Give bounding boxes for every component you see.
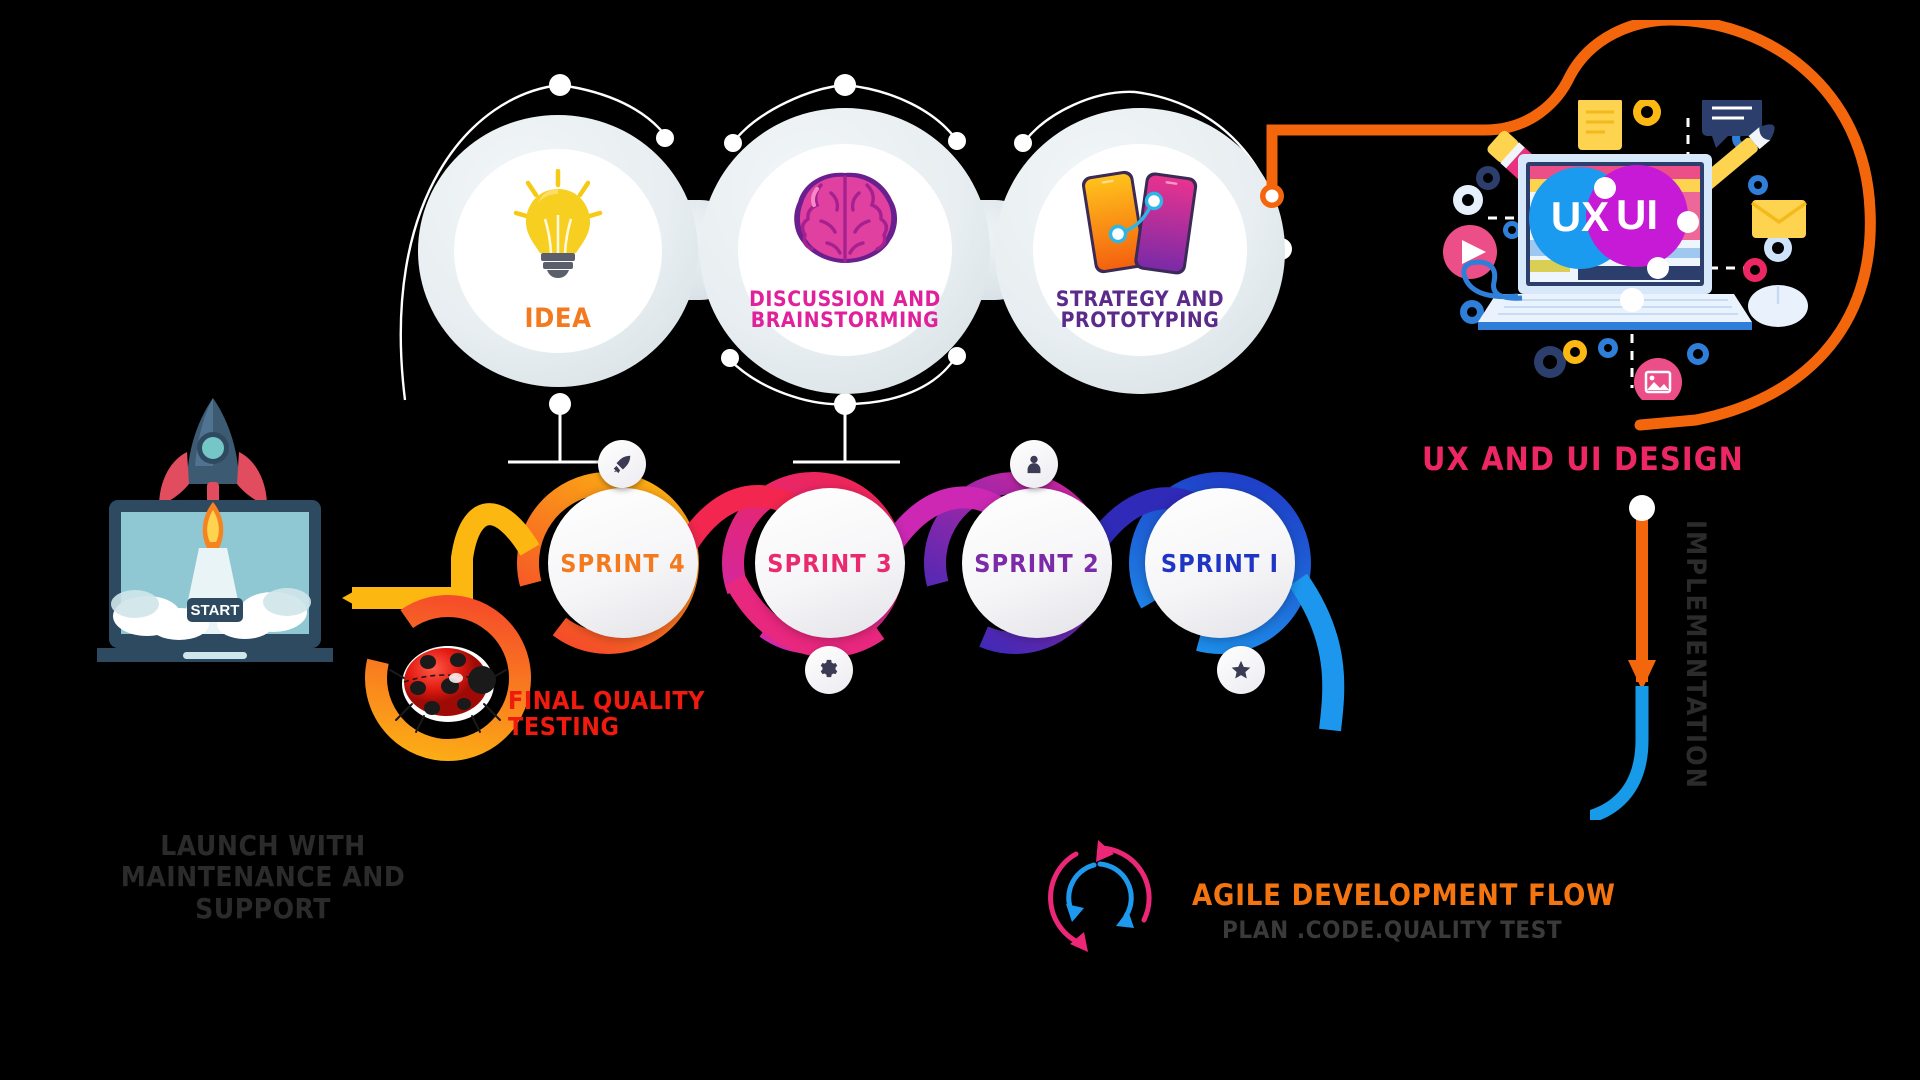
step-discussion-label: DISCUSSION AND BRAINSTORMING <box>749 286 941 332</box>
step-discussion-line2: BRAINSTORMING <box>750 308 940 332</box>
cycle-arrows-icon <box>1040 838 1160 958</box>
testing-ring <box>364 595 531 761</box>
rocket-laptop-icon: START <box>95 390 335 670</box>
implementation-connector <box>1590 495 1656 820</box>
step-strategy-label: STRATEGY AND PROTOTYPING <box>1055 286 1225 332</box>
launch-label: LAUNCH WITH MAINTENANCE AND SUPPORT <box>68 830 458 924</box>
testing-line1: FINAL QUALITY <box>508 686 705 715</box>
step-strategy[interactable]: STRATEGY AND PROTOTYPING <box>995 108 1285 394</box>
sprint-2[interactable]: SPRINT 2 <box>962 488 1112 638</box>
envelope-icon <box>1750 200 1808 238</box>
sprint-2-label: SPRINT 2 <box>974 548 1100 578</box>
sprint-3-badge[interactable] <box>805 646 853 694</box>
design-connector <box>1260 20 1876 431</box>
image-icon <box>1634 358 1682 406</box>
gear-icon <box>820 659 838 678</box>
start-button[interactable] <box>187 598 243 622</box>
ladybug-icon <box>388 620 508 740</box>
ui-label: UI <box>1616 191 1658 238</box>
sprint-1-label: SPRINT I <box>1160 548 1280 578</box>
phones-prototype-icon <box>1081 170 1198 274</box>
play-icon <box>1443 225 1497 279</box>
launch-line1: LAUNCH WITH <box>160 829 366 862</box>
person-icon <box>1027 455 1041 474</box>
step-strategy-line1: STRATEGY AND <box>1055 286 1225 311</box>
testing-line2: TESTING <box>508 712 620 742</box>
launch-line2: MAINTENANCE AND SUPPORT <box>120 860 406 925</box>
ux-ui-design-label: UX AND UI DESIGN <box>1422 440 1744 478</box>
sprint-4-badge[interactable] <box>598 440 646 488</box>
agile-subtitle: PLAN .CODE.QUALITY TEST <box>1222 916 1563 944</box>
rocket-icon <box>613 455 631 474</box>
step-idea-label: IDEA <box>524 303 592 335</box>
sprint-2-badge[interactable] <box>1010 440 1058 488</box>
sprint-1-badge[interactable] <box>1217 646 1265 694</box>
sprint-4-label: SPRINT 4 <box>560 548 686 578</box>
chat-icon <box>1702 94 1762 148</box>
step-discussion[interactable]: DISCUSSION AND BRAINSTORMING <box>700 108 990 394</box>
start-button-label: START <box>191 602 240 619</box>
step-idea[interactable]: IDEA <box>418 115 698 387</box>
final-quality-testing-label: FINAL QUALITY TESTING <box>508 686 705 742</box>
lightbulb-icon <box>513 169 603 279</box>
agile-title: AGILE DEVELOPMENT FLOW <box>1192 878 1616 912</box>
sprint-1[interactable]: SPRINT I <box>1145 488 1295 638</box>
ux-label: UX <box>1551 193 1609 240</box>
step-strategy-line2: PROTOTYPING <box>1060 308 1220 332</box>
sprint-4[interactable]: SPRINT 4 <box>548 488 698 638</box>
step-discussion-line1: DISCUSSION AND <box>749 286 941 311</box>
star-icon <box>1231 660 1251 679</box>
brain-icon <box>794 172 898 263</box>
sprint-3-label: SPRINT 3 <box>767 548 893 578</box>
sprint-3[interactable]: SPRINT 3 <box>755 488 905 638</box>
mouse-icon <box>1748 285 1808 327</box>
brush-icon <box>1698 124 1775 192</box>
laptop-ux-ui-icon: UX UI <box>1400 94 1820 406</box>
document-icon <box>1578 98 1622 150</box>
implementation-label: IMPLEMENTATION <box>1680 520 1711 790</box>
